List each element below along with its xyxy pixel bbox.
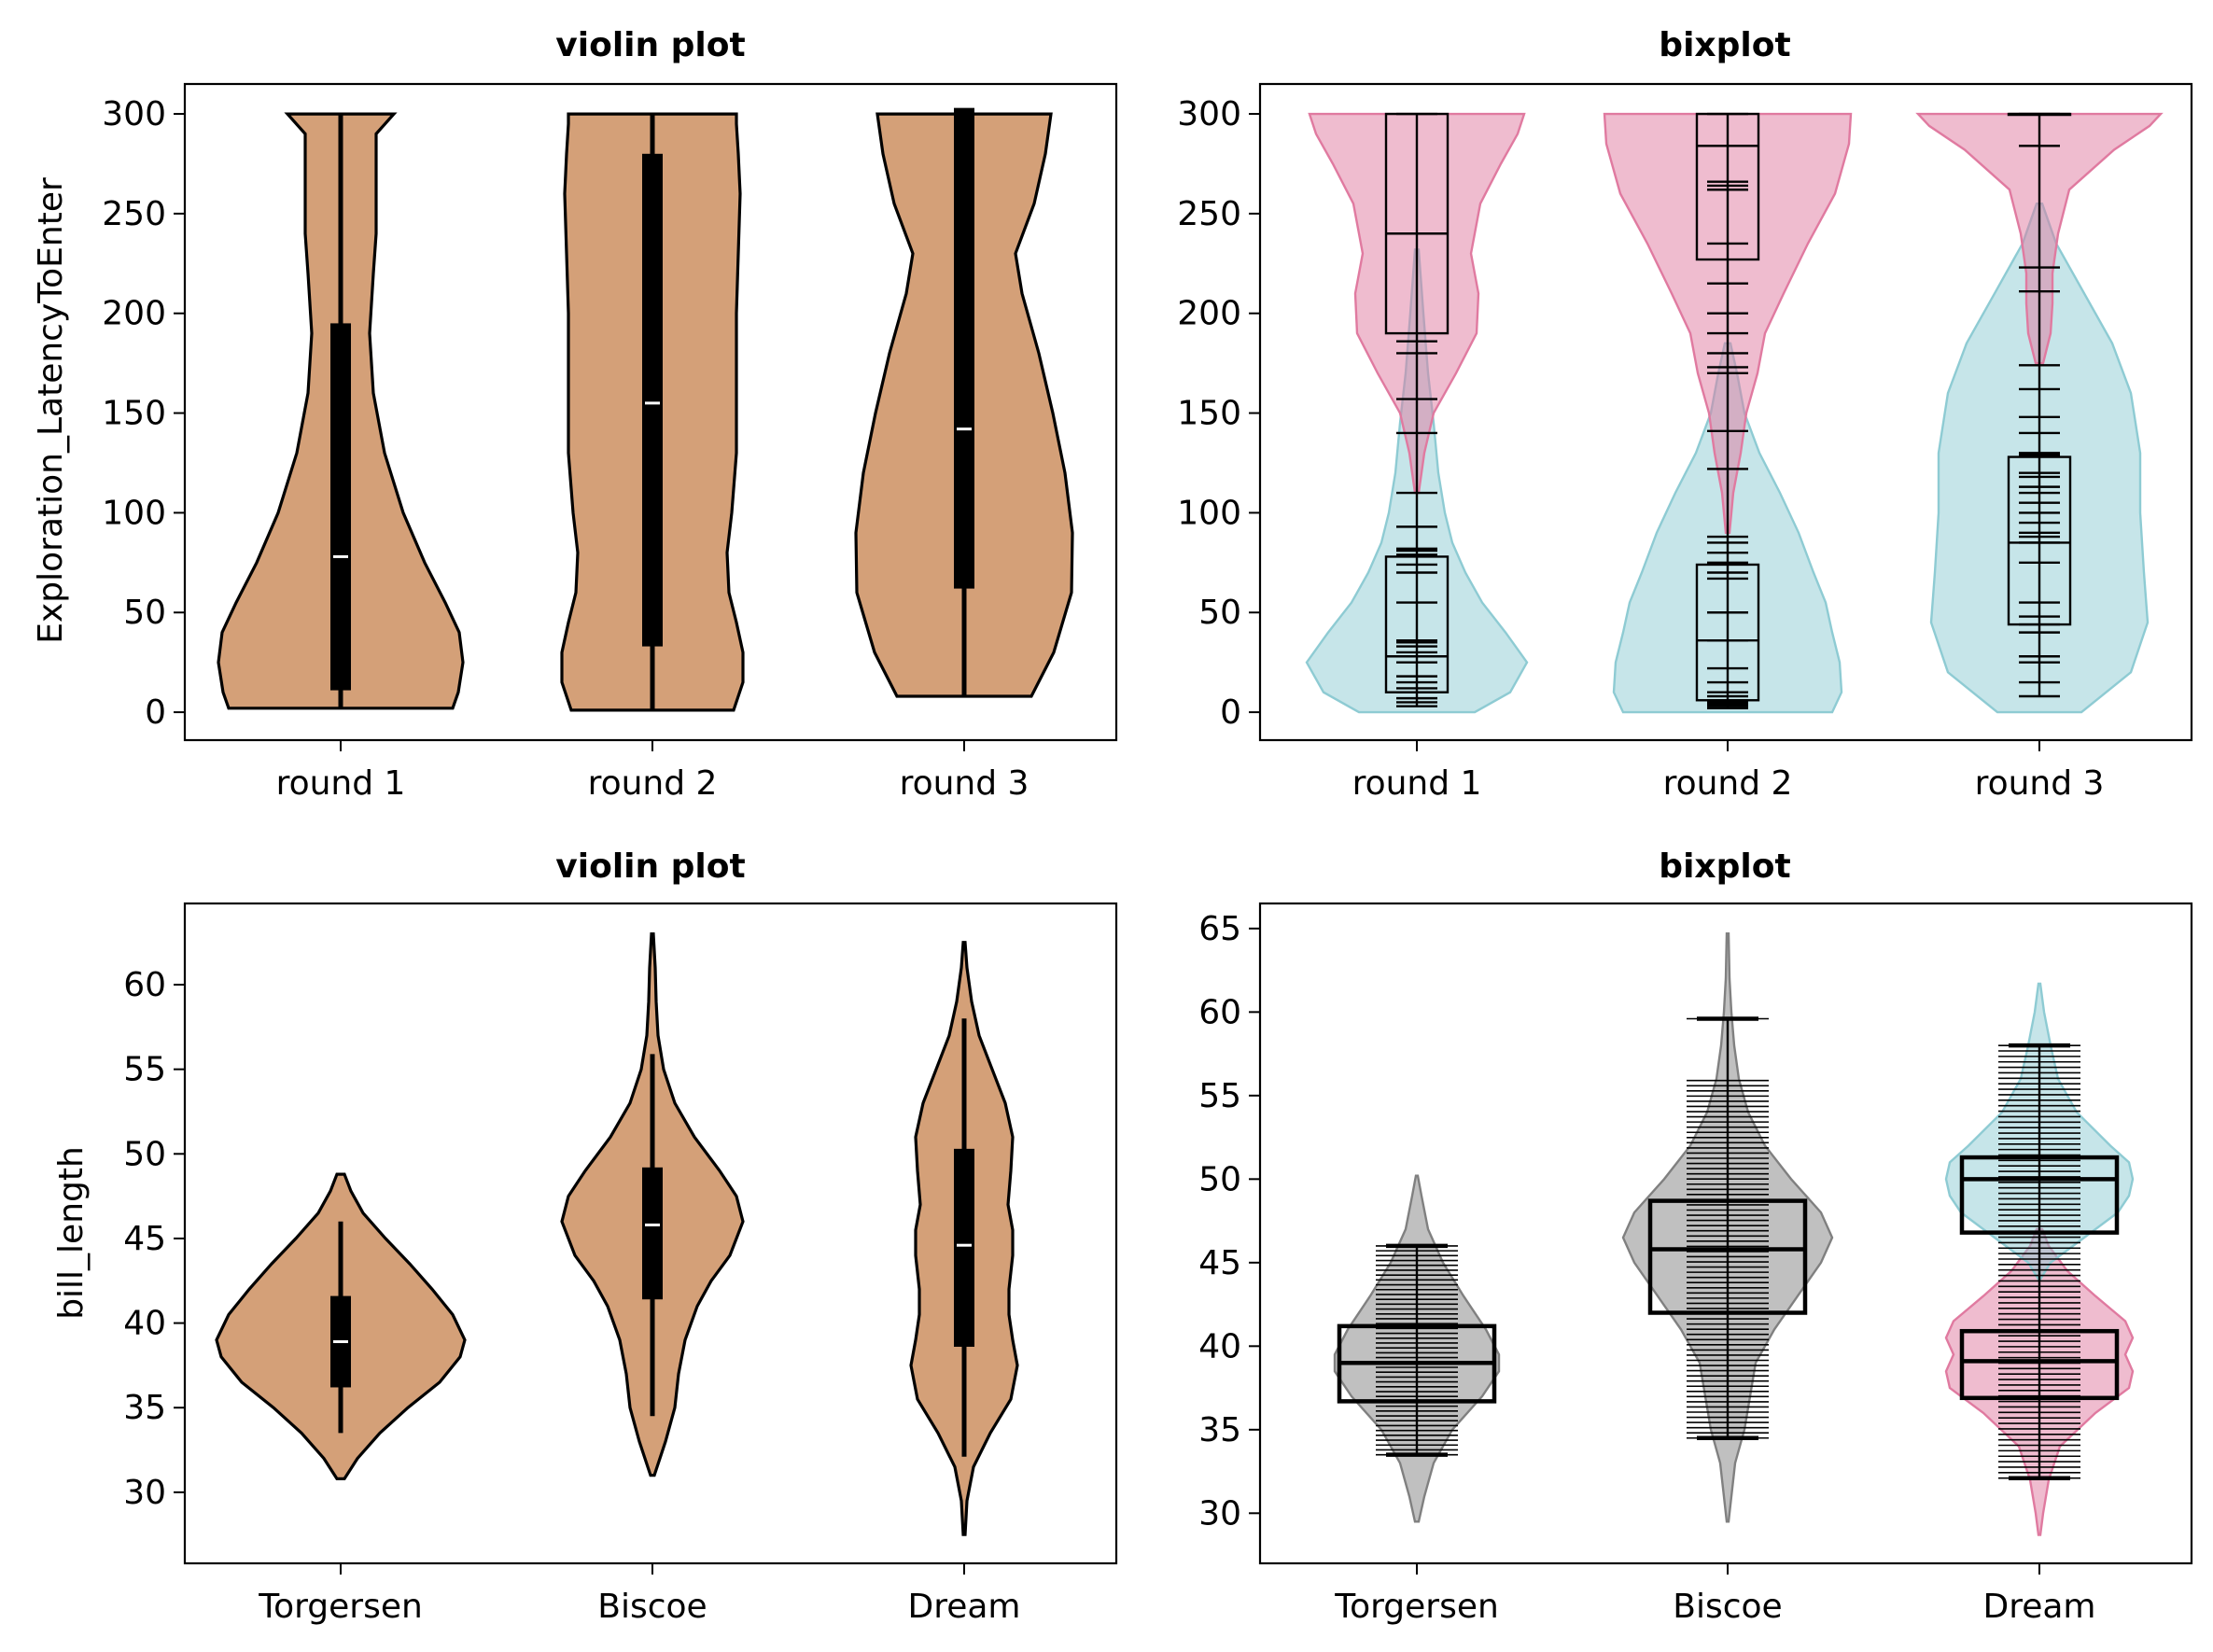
y-ticks: 0 50 100 150 200 250 300 bbox=[102, 95, 185, 732]
y-tick-label: 150 bbox=[1177, 395, 1241, 433]
plot-area bbox=[1305, 112, 2164, 714]
y-axis-label: Exploration_LatencyToEnter bbox=[32, 177, 70, 644]
x-tick-label: round 1 bbox=[276, 764, 406, 803]
y-tick-label: 50 bbox=[1198, 1160, 1241, 1198]
y-tick-label: 30 bbox=[1198, 1494, 1241, 1533]
y-tick-label: 300 bbox=[1177, 95, 1241, 133]
box-Dream-upper bbox=[1959, 1155, 2120, 1235]
y-ticks: 30 35 40 45 50 55 60 bbox=[123, 966, 185, 1512]
x-tick-label: round 3 bbox=[1975, 764, 2105, 803]
x-tick-label: Biscoe bbox=[1673, 1588, 1782, 1626]
panel-bixplot-bill-length: bixplot 30 35 40 45 50 55 60 65 Torgersen Biscoe… bbox=[1198, 847, 2193, 1626]
x-ticks: Torgersen Biscoe Dream bbox=[1334, 1563, 2096, 1626]
y-tick-label: 35 bbox=[1198, 1411, 1241, 1449]
x-tick-label: Torgersen bbox=[1334, 1588, 1499, 1626]
x-ticks: Torgersen Biscoe Dream bbox=[258, 1563, 1021, 1626]
y-tick-label: 65 bbox=[1198, 910, 1241, 948]
x-tick-label: round 2 bbox=[1663, 764, 1793, 803]
x-tick-label: round 1 bbox=[1352, 764, 1482, 803]
x-tick-label: Torgersen bbox=[258, 1588, 423, 1626]
plot-area bbox=[217, 107, 1074, 712]
plot-area bbox=[1333, 932, 2135, 1536]
axes-frame bbox=[183, 82, 1118, 742]
y-tick-label: 50 bbox=[123, 594, 166, 632]
iqr-box bbox=[954, 107, 974, 589]
y-tick-label: 30 bbox=[123, 1474, 166, 1512]
y-tick-label: 40 bbox=[123, 1305, 166, 1343]
y-tick-label: 40 bbox=[1198, 1327, 1241, 1365]
panel-violin-latency: violin plot Exploration_LatencyToEnter 0… bbox=[32, 26, 1118, 803]
y-tick-label: 150 bbox=[102, 395, 166, 433]
y-tick-label: 100 bbox=[102, 494, 166, 532]
y-tick-label: 250 bbox=[102, 195, 166, 233]
iqr-box bbox=[954, 1148, 974, 1347]
y-ticks: 30 35 40 45 50 55 60 65 bbox=[1198, 910, 1260, 1533]
y-tick-label: 50 bbox=[1198, 594, 1241, 632]
y-ticks: 0 50 100 150 200 250 300 bbox=[1177, 95, 1260, 732]
iqr-box bbox=[330, 323, 351, 691]
y-tick-label: 55 bbox=[123, 1051, 166, 1089]
iqr-box bbox=[642, 153, 663, 647]
y-tick-label: 200 bbox=[1177, 295, 1241, 333]
x-ticks: round 1 round 2 round 3 bbox=[276, 740, 1029, 803]
y-tick-label: 50 bbox=[123, 1135, 166, 1173]
panel-title: violin plot bbox=[555, 847, 745, 886]
y-tick-label: 100 bbox=[1177, 494, 1241, 532]
box-Biscoe bbox=[1647, 1198, 1808, 1315]
y-tick-label: 45 bbox=[1198, 1244, 1241, 1282]
panel-title: violin plot bbox=[555, 26, 745, 64]
y-tick-label: 45 bbox=[123, 1220, 166, 1258]
panel-violin-bill-length: violin plot bill_length 30 35 40 45 50 55 60 T… bbox=[52, 847, 1118, 1626]
panel-title: bixplot bbox=[1659, 847, 1790, 886]
y-tick-label: 0 bbox=[145, 693, 166, 732]
x-tick-label: Biscoe bbox=[597, 1588, 707, 1626]
x-tick-label: round 2 bbox=[588, 764, 718, 803]
y-tick-label: 60 bbox=[123, 966, 166, 1004]
y-tick-label: 55 bbox=[1198, 1077, 1241, 1115]
x-tick-label: Dream bbox=[1982, 1588, 2095, 1626]
axes-frame bbox=[1258, 82, 2193, 742]
plot-area bbox=[215, 932, 1019, 1536]
y-tick-label: 0 bbox=[1220, 693, 1241, 732]
iqr-box bbox=[642, 1167, 663, 1300]
y-tick-label: 300 bbox=[102, 95, 166, 133]
panel-title: bixplot bbox=[1659, 26, 1790, 64]
box-Dream-lower bbox=[1959, 1328, 2120, 1401]
y-tick-label: 60 bbox=[1198, 993, 1241, 1031]
axes-frame bbox=[1258, 902, 2193, 1565]
axes-frame bbox=[183, 902, 1118, 1565]
x-tick-label: Dream bbox=[907, 1588, 1020, 1626]
y-tick-label: 250 bbox=[1177, 195, 1241, 233]
y-tick-label: 35 bbox=[123, 1389, 166, 1427]
x-tick-label: round 3 bbox=[900, 764, 1029, 803]
y-axis-label: bill_length bbox=[52, 1146, 91, 1320]
x-ticks: round 1 round 2 round 3 bbox=[1352, 740, 2105, 803]
y-tick-label: 200 bbox=[102, 295, 166, 333]
